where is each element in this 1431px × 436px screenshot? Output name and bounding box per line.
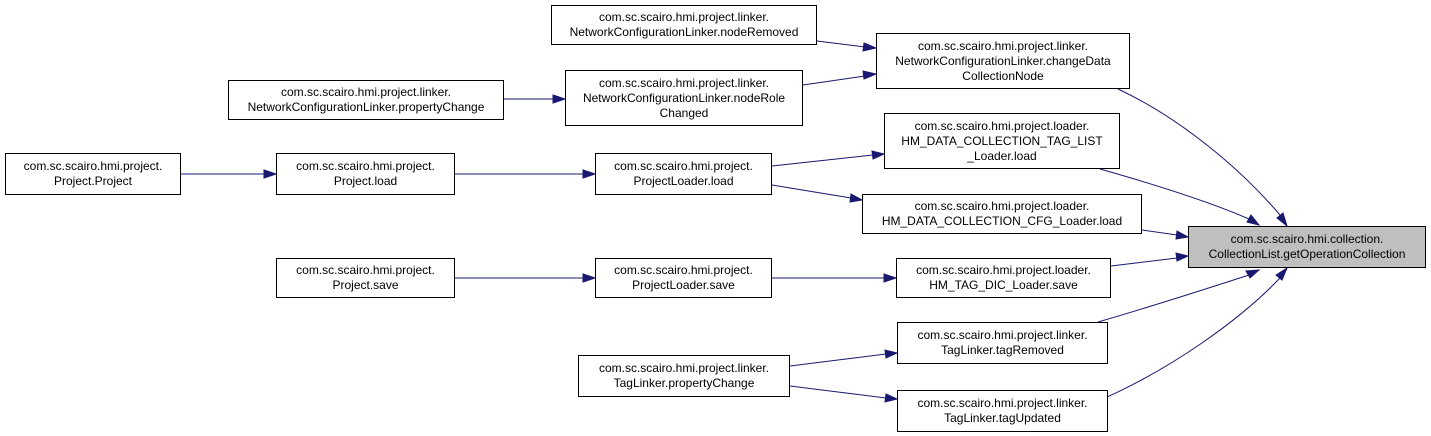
node-getoperationcollection: com.sc.scairo.hmi.collection. Collection… bbox=[1188, 226, 1426, 268]
arrowhead-goc-4 bbox=[1175, 252, 1190, 262]
node-label-line: com.sc.scairo.hmi.project. bbox=[614, 263, 753, 277]
edge-hm-tag-list-load-to-getoperationcollection bbox=[1099, 168, 1250, 220]
node-label-line: NetworkConfigurationLinker.nodeRole bbox=[582, 90, 786, 105]
node-label-line: CollectionList.getOperationCollection bbox=[1208, 247, 1406, 261]
arrowhead-goc-5 bbox=[1245, 269, 1261, 279]
edge-projectloader-load-to-hm-cfg-load bbox=[771, 184, 852, 199]
node-nc-noderolechanged[interactable]: com.sc.scairo.hmi.project.linker. Networ… bbox=[565, 70, 803, 126]
node-label-line: com.sc.scairo.hmi.project.loader. bbox=[916, 263, 1091, 277]
arrowhead-nc-changedata-2 bbox=[862, 70, 878, 80]
node-label-line: NetworkConfigurationLinker.changeData bbox=[895, 53, 1111, 68]
node-projectloader-save[interactable]: com.sc.scairo.hmi.project. ProjectLoader… bbox=[595, 258, 772, 298]
arrowhead-projectloader-load bbox=[582, 169, 597, 179]
edge-nc-noderemoved-to-nc-changedata bbox=[816, 40, 866, 48]
arrowhead-goc-3 bbox=[1175, 230, 1190, 240]
node-label-line: NetworkConfigurationLinker.propertyChang… bbox=[247, 100, 485, 114]
arrowhead-taglinker-tagupdated bbox=[884, 393, 899, 403]
node-label-line: com.sc.scairo.hmi.project.linker. bbox=[598, 361, 770, 375]
node-hm-cfg-load[interactable]: com.sc.scairo.hmi.project.loader. HM_DAT… bbox=[862, 194, 1142, 234]
node-label-line: HM_DATA_COLLECTION_TAG_LIST bbox=[901, 133, 1103, 148]
node-nc-noderemoved[interactable]: com.sc.scairo.hmi.project.linker. Networ… bbox=[551, 5, 817, 45]
node-nc-propertychange[interactable]: com.sc.scairo.hmi.project.linker. Networ… bbox=[228, 80, 504, 120]
node-label-line: com.sc.scairo.hmi.project. bbox=[296, 263, 435, 277]
node-taglinker-tagupdated[interactable]: com.sc.scairo.hmi.project.linker. TagLin… bbox=[897, 390, 1108, 432]
node-label-line: HM_TAG_DIC_Loader.save bbox=[929, 278, 1078, 292]
arrowhead-projectloader-save bbox=[582, 273, 597, 283]
edge-projectloader-load-to-hm-tag-list-load bbox=[771, 154, 874, 167]
node-label-line: TagLinker.propertyChange bbox=[613, 376, 755, 390]
node-label-line: NetworkConfigurationLinker.nodeRemoved bbox=[569, 25, 799, 39]
node-taglinker-propertychange[interactable]: com.sc.scairo.hmi.project.linker. TagLin… bbox=[578, 355, 790, 397]
arrowhead-taglinker-tagremoved bbox=[884, 349, 899, 359]
node-label-line: com.sc.scairo.hmi.project.linker. bbox=[598, 75, 770, 90]
node-label-line: com.sc.scairo.hmi.project. bbox=[296, 159, 435, 173]
node-label-line: TagLinker.tagUpdated bbox=[944, 411, 1061, 425]
node-taglinker-tagremoved[interactable]: com.sc.scairo.hmi.project.linker. TagLin… bbox=[897, 322, 1108, 364]
arrowhead-hm-tag-dic-save bbox=[883, 273, 898, 283]
node-project-save[interactable]: com.sc.scairo.hmi.project. Project.save bbox=[276, 258, 455, 298]
arrowhead-hm-cfg-load bbox=[849, 193, 864, 203]
node-project-load[interactable]: com.sc.scairo.hmi.project. Project.load bbox=[276, 153, 455, 195]
edge-taglinker-tagremoved-to-getoperationcollection bbox=[1097, 274, 1250, 323]
arrowhead-goc-1 bbox=[1276, 212, 1288, 228]
node-label-line: Project.save bbox=[332, 278, 399, 292]
node-hm-tag-dic-save[interactable]: com.sc.scairo.hmi.project.loader. HM_TAG… bbox=[896, 258, 1111, 298]
node-label-line: com.sc.scairo.hmi.collection. bbox=[1230, 232, 1384, 246]
edge-taglinker-tagupdated-to-getoperationcollection bbox=[1097, 277, 1281, 402]
node-label-line: ProjectLoader.load bbox=[633, 174, 734, 188]
node-label-line: com.sc.scairo.hmi.project.linker. bbox=[917, 38, 1089, 53]
node-projectloader-load[interactable]: com.sc.scairo.hmi.project. ProjectLoader… bbox=[595, 153, 772, 195]
edge-hm-cfg-load-to-getoperationcollection bbox=[1141, 229, 1178, 236]
node-label-line: _Loader.load bbox=[967, 148, 1037, 163]
edge-nc-changedata-to-getoperationcollection bbox=[1117, 88, 1281, 216]
node-label-line: TagLinker.tagRemoved bbox=[941, 343, 1064, 357]
arrowhead-nc-noderolechanged bbox=[552, 94, 567, 104]
node-label-line: ProjectLoader.save bbox=[632, 278, 735, 292]
node-label-line: Project.Project bbox=[53, 174, 133, 188]
arrowhead-goc-2 bbox=[1246, 214, 1261, 226]
node-label-line: com.sc.scairo.hmi.project.linker. bbox=[917, 396, 1088, 410]
edge-taglinker-propertychange-to-taglinker-tagupdated bbox=[789, 385, 887, 399]
node-label-line: com.sc.scairo.hmi.project.loader. bbox=[914, 118, 1090, 133]
edge-taglinker-propertychange-to-taglinker-tagremoved bbox=[789, 353, 887, 367]
node-label-line: HM_DATA_COLLECTION_CFG_Loader.load bbox=[881, 214, 1123, 228]
node-label-line: com.sc.scairo.hmi.project. bbox=[23, 159, 163, 173]
node-nc-changedata[interactable]: com.sc.scairo.hmi.project.linker. Networ… bbox=[876, 33, 1130, 89]
node-label-line: com.sc.scairo.hmi.project.loader. bbox=[914, 199, 1090, 213]
node-label-line: com.sc.scairo.hmi.project.linker. bbox=[598, 10, 770, 24]
arrowhead-hm-tag-list-load bbox=[871, 150, 886, 160]
node-project-project[interactable]: com.sc.scairo.hmi.project. Project.Proje… bbox=[5, 153, 181, 195]
node-label-line: com.sc.scairo.hmi.project. bbox=[614, 159, 753, 173]
edge-hm-tag-dic-save-to-getoperationcollection bbox=[1110, 257, 1178, 267]
arrowhead-nc-changedata-1 bbox=[862, 42, 878, 52]
arrowhead-project-load bbox=[263, 169, 278, 179]
node-label-line: Changed bbox=[659, 105, 709, 120]
node-label-line: Project.load bbox=[333, 174, 398, 188]
edge-nc-noderolechanged-to-nc-changedata bbox=[802, 75, 866, 86]
node-label-line: com.sc.scairo.hmi.project.linker. bbox=[280, 85, 452, 99]
arrowhead-goc-6 bbox=[1275, 266, 1289, 281]
node-label-line: CollectionNode bbox=[962, 68, 1044, 83]
node-hm-tag-list-load[interactable]: com.sc.scairo.hmi.project.loader. HM_DAT… bbox=[884, 113, 1120, 169]
node-label-line: com.sc.scairo.hmi.project.linker. bbox=[917, 328, 1088, 342]
